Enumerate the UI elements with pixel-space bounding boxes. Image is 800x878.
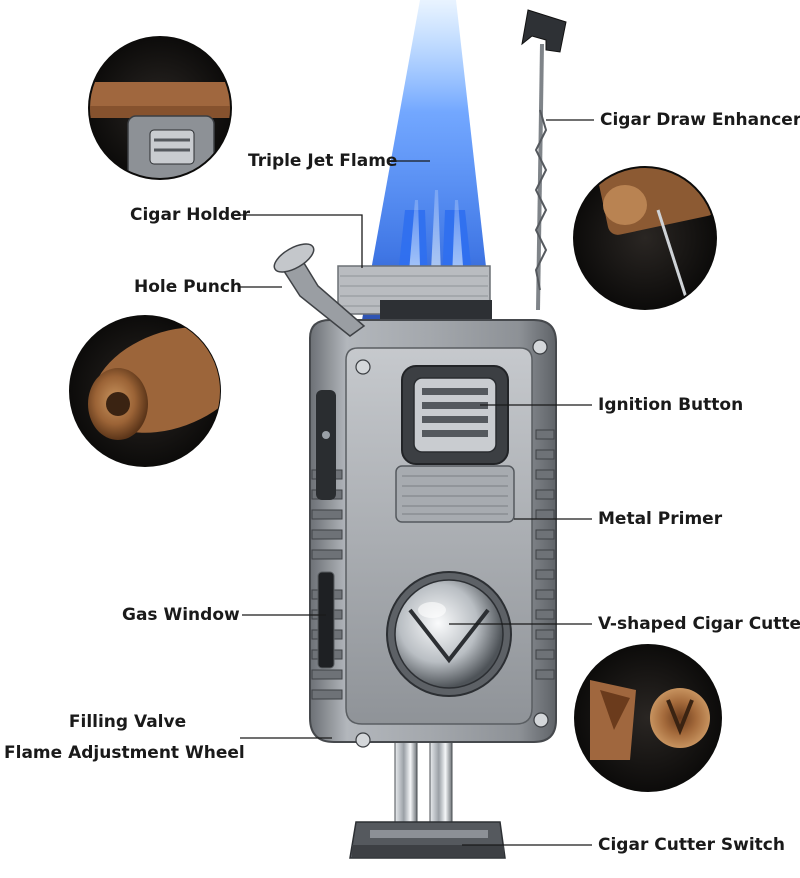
ignition-button[interactable] [401, 365, 509, 465]
photo-v-notch [666, 699, 694, 736]
cutter-switch-grip [370, 830, 488, 838]
photo-cigar-end-cut [650, 688, 710, 748]
label-flame-adjustment-wheel: Flame Adjustment Wheel [4, 743, 245, 763]
photo-cigar-cone-cut [600, 690, 630, 730]
lighter-body [309, 265, 557, 748]
hole-punch[interactable] [270, 238, 366, 337]
ignition-button-grooves [422, 388, 488, 437]
hole-punch-cap [273, 243, 315, 273]
enhancer-spiral [534, 109, 548, 291]
label-triple-jet-flame: Triple Jet Flame [248, 151, 398, 171]
label-v-shaped-cigar-cutter: V-shaped Cigar Cutter [598, 614, 800, 634]
leader-lines [240, 119, 594, 846]
photo-draw-enhancer [573, 166, 717, 310]
label-cigar-holder: Cigar Holder [130, 205, 251, 225]
side-ribs-right [535, 429, 555, 680]
cutter-rod-right [429, 734, 453, 836]
v-shaped-cigar-cutter[interactable] [386, 571, 512, 697]
cutter-switch-front [352, 845, 504, 857]
cigar-draw-enhancer [521, 9, 567, 311]
cigar-cutter-switch [349, 734, 506, 859]
label-gas-window: Gas Window [122, 605, 240, 625]
photo-cigar-holder [88, 36, 232, 180]
label-hole-punch: Hole Punch [134, 277, 243, 297]
gas-window[interactable] [317, 571, 335, 669]
photo-holder-button [149, 129, 195, 165]
side-slot [316, 390, 336, 500]
cutter-v-blade [408, 608, 490, 664]
photo-v-cut [574, 644, 722, 792]
label-ignition-button: Ignition Button [598, 395, 744, 415]
side-slot-dot [322, 431, 330, 439]
photo-needle [656, 209, 692, 308]
label-cigar-cutter-switch: Cigar Cutter Switch [598, 835, 785, 855]
photo-cigar-shade [90, 106, 230, 118]
photo-punch-hole [106, 392, 130, 416]
photo-punched-cigar [69, 315, 221, 467]
enhancer-handle [521, 9, 567, 53]
textured-strip [395, 465, 515, 523]
leader-cigar-holder [240, 214, 363, 268]
label-cigar-draw-enhancer: Cigar Draw Enhancer [600, 110, 800, 130]
label-filling-valve: Filling Valve [68, 712, 187, 732]
textured-strip-pattern [402, 475, 508, 515]
cutter-rod-left [394, 734, 418, 836]
label-metal-primer: Metal Primer [598, 509, 723, 529]
cutter-highlight [418, 602, 446, 618]
screws [355, 339, 549, 748]
photo-cigar-cut [603, 185, 647, 225]
